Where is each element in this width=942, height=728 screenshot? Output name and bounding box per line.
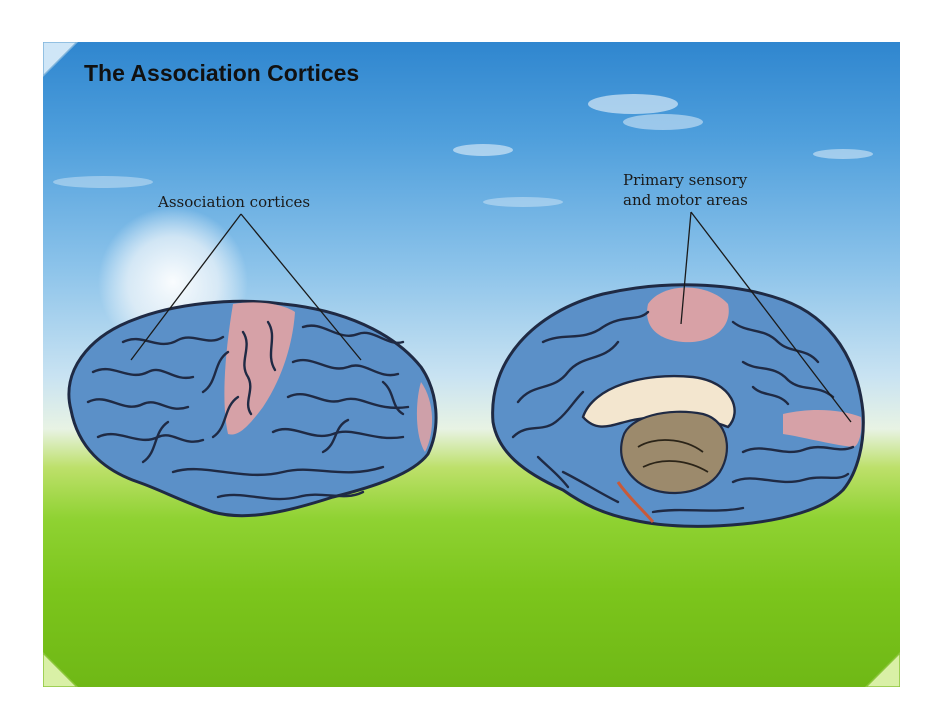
corner-triangle-bottom-right [864,651,900,687]
primary-areas-label-line2: and motor areas [623,191,748,209]
clouds [53,94,873,207]
primary-areas-label-line1: Primary sensory [623,171,748,189]
slide-title: The Association Cortices [84,60,360,86]
left-pointer-line-2 [240,213,362,361]
left-pointer-line-1 [130,213,242,361]
corner-triangle-bottom-left [43,651,79,687]
lateral-brain [67,299,438,518]
medial-brain [491,283,865,528]
right-pointer-line-2 [690,211,852,423]
figure-labels: Association cortices Primary sensory and… [130,171,852,423]
brain-figure: Association cortices Primary sensory and… [53,94,873,528]
slide: Association cortices Primary sensory and… [43,42,900,687]
association-cortices-label: Association cortices [157,193,310,211]
right-pointer-line-1 [680,211,692,325]
corner-triangle-top-left [43,42,79,78]
